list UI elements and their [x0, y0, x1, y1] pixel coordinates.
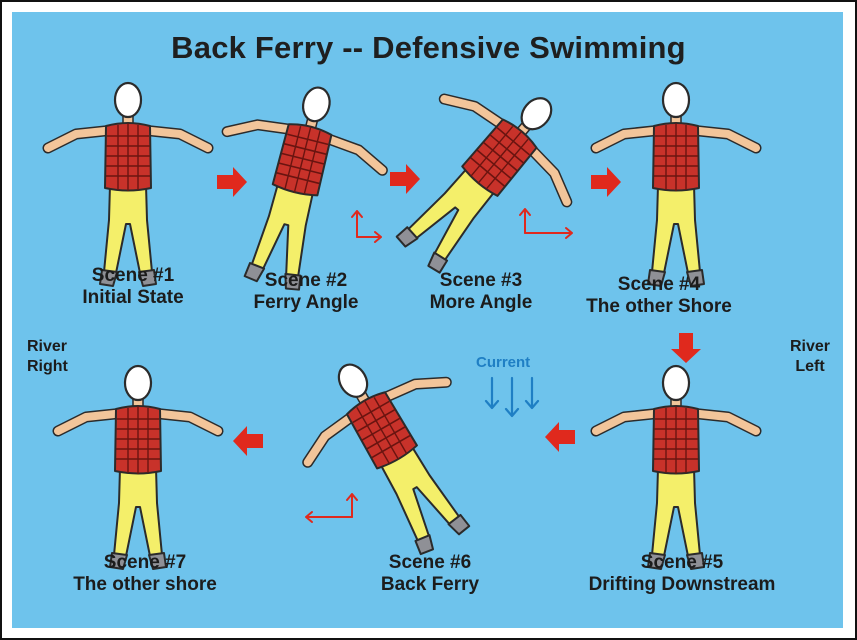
swimmer-scene-7	[58, 366, 218, 569]
swimmer-scene-5	[596, 366, 756, 569]
direction-arrow-scene-6	[306, 494, 357, 522]
current-label: Current	[476, 354, 530, 371]
arrow-right-2	[390, 164, 420, 194]
arrow-left-1	[545, 422, 575, 452]
direction-arrow-scene-3	[520, 209, 572, 238]
direction-arrow-scene-2	[352, 211, 381, 242]
swimmer-scene-1	[48, 83, 208, 286]
arrow-right-3	[591, 167, 621, 197]
current-arrows-icon	[486, 378, 538, 416]
arrow-right-1	[217, 167, 247, 197]
arrow-down	[671, 333, 701, 363]
arrow-left-2	[233, 426, 263, 456]
swimmer-scene-4	[596, 83, 756, 286]
